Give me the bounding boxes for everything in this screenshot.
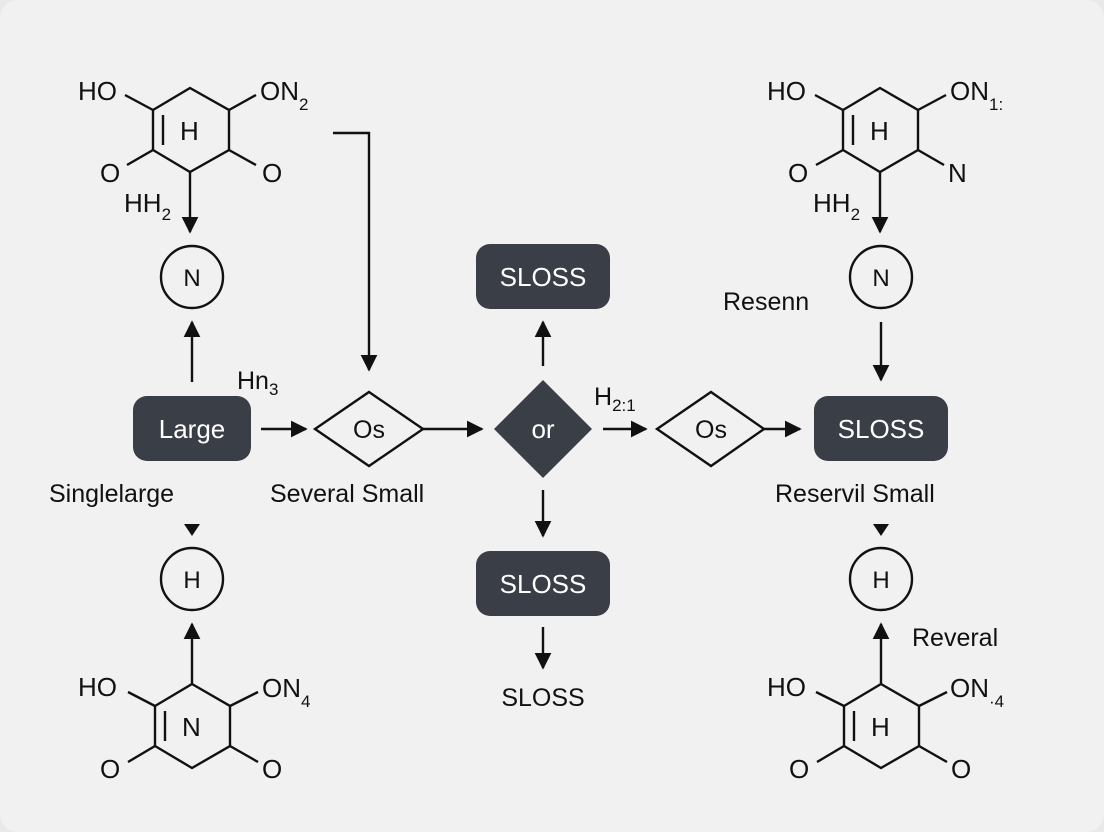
bond bbox=[229, 690, 259, 708]
ring-center-label: H bbox=[871, 712, 890, 742]
n-group-label: ON·4 bbox=[950, 673, 1004, 711]
circle-h-right: H bbox=[848, 546, 914, 612]
h21-label: H2:1 bbox=[594, 383, 636, 415]
circle-n-left: N bbox=[159, 244, 225, 310]
n-group-label: ON1: bbox=[950, 76, 1003, 114]
bond bbox=[124, 93, 154, 112]
molecule-bottom-left: HO O N ON4 O bbox=[78, 672, 310, 784]
o-label: O bbox=[788, 158, 808, 188]
node-large: Large bbox=[133, 396, 251, 461]
singlelarge-label: Singlelarge bbox=[49, 480, 174, 508]
node-sloss-top: SLOSS bbox=[476, 244, 610, 309]
bond bbox=[918, 744, 948, 764]
diamond-os-left: Os bbox=[312, 390, 426, 468]
node-label: SLOSS bbox=[838, 414, 925, 444]
molecule-top-left: HO O H ON2 O HH2 bbox=[78, 76, 308, 234]
o-label: O bbox=[789, 754, 809, 784]
diamond-or-center: or bbox=[494, 380, 592, 478]
reveral-label: Reveral bbox=[912, 624, 998, 652]
sloss-plain-label: SLOSS bbox=[501, 684, 584, 712]
circle-h-left: H bbox=[159, 546, 225, 612]
bond bbox=[814, 93, 844, 112]
node-label: Large bbox=[159, 414, 226, 444]
bond bbox=[917, 93, 947, 112]
ring-center-label: H bbox=[870, 116, 889, 146]
bond bbox=[228, 93, 257, 112]
node-sloss-right: SLOSS bbox=[814, 396, 948, 461]
hn3-label: Hn3 bbox=[237, 367, 278, 399]
hh2-label: HH2 bbox=[124, 188, 171, 224]
oh-label: HO bbox=[78, 672, 117, 702]
oh-label: HO bbox=[78, 76, 117, 106]
molecule-bottom-right: HO O H ON·4 O bbox=[767, 672, 1004, 784]
circle-label: H bbox=[872, 567, 889, 594]
bond bbox=[917, 148, 945, 167]
circle-label: N bbox=[183, 265, 200, 292]
n-group-label: ON2 bbox=[260, 76, 308, 114]
circle-n-right: N bbox=[848, 244, 914, 310]
n-label: N bbox=[948, 158, 967, 188]
node-label: SLOSS bbox=[500, 262, 587, 292]
reservil-small-label: Reservil Small bbox=[775, 480, 935, 508]
oh-label: HO bbox=[767, 672, 806, 702]
bond bbox=[918, 690, 948, 708]
bond bbox=[815, 148, 844, 167]
molecule-top-right: HO O H ON1: N HH2 bbox=[767, 76, 1003, 234]
triangle-down bbox=[873, 524, 889, 536]
diamond-label: Os bbox=[353, 416, 385, 444]
node-sloss-bottom: SLOSS bbox=[476, 551, 610, 616]
bond bbox=[816, 744, 845, 764]
o-label: O bbox=[262, 754, 282, 784]
bond bbox=[229, 744, 259, 764]
diamond-label: or bbox=[531, 414, 554, 444]
bond bbox=[228, 148, 257, 167]
node-label: SLOSS bbox=[500, 569, 587, 599]
o-label: O bbox=[262, 158, 282, 188]
diamond-os-right: Os bbox=[654, 390, 767, 468]
resenn-label: Resenn bbox=[723, 288, 809, 316]
ring-center-label: N bbox=[182, 712, 201, 742]
n-group-label: ON4 bbox=[262, 673, 310, 711]
bond bbox=[127, 744, 156, 764]
o-label: O bbox=[100, 158, 120, 188]
circle-label: N bbox=[872, 265, 889, 292]
circle-label: H bbox=[183, 567, 200, 594]
ring-center-label: H bbox=[180, 116, 199, 146]
o-label: O bbox=[100, 754, 120, 784]
oh-label: HO bbox=[767, 76, 806, 106]
hh2-label: HH2 bbox=[813, 188, 860, 224]
several-small-label: Several Small bbox=[270, 480, 424, 508]
bond bbox=[815, 690, 845, 708]
bond bbox=[126, 148, 154, 167]
o-label: O bbox=[951, 754, 971, 784]
bond bbox=[127, 690, 156, 708]
diamond-label: Os bbox=[695, 416, 727, 444]
triangle-down bbox=[184, 524, 200, 536]
connector-arrow bbox=[333, 131, 378, 372]
